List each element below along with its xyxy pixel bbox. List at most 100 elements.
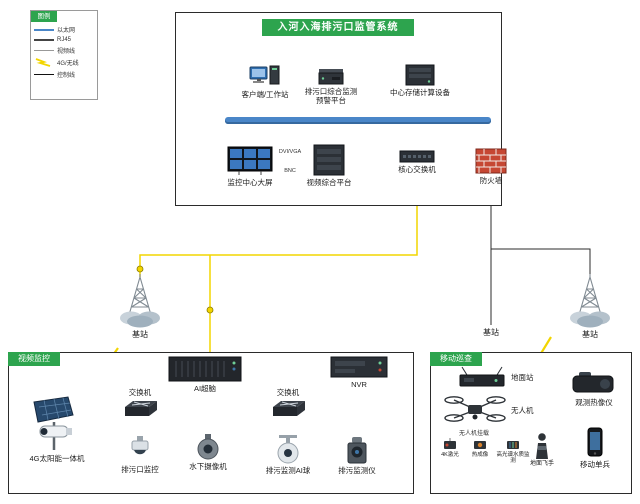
node-mobile-unit: 移动单兵 [570, 426, 620, 469]
node-ai-ball-camera: 排污监测AI球 [265, 434, 311, 475]
video-platform-icon [313, 144, 345, 176]
node-workstation: 客户端/工作站 [239, 64, 291, 99]
ptz-ball-camera-icon [277, 435, 299, 464]
bnc-label: BNC [284, 168, 296, 174]
node-firewall: 防火墙 [469, 148, 513, 185]
pilot-person-icon [536, 433, 548, 459]
control-line-icon [34, 73, 54, 76]
node-storage: 中心存储计算设备 [389, 64, 451, 97]
ethernet-line-icon [34, 28, 54, 31]
core-switch-icon [399, 150, 435, 163]
drone-icon [444, 396, 506, 422]
legend-item-label: RJ45 [57, 37, 72, 43]
node-warn-platform: 排污口综合监测预警平台 [302, 68, 360, 105]
drone-label: 无人机 [511, 405, 534, 415]
nvr-icon [330, 356, 388, 378]
node-solar-camera: 4G太阳能一体机 [20, 394, 94, 463]
payload-thermal-label: 热成像 [471, 452, 489, 458]
dvi-vga-label: DVI/VGA [278, 149, 302, 155]
ground-station-icon [459, 366, 505, 387]
ethernet-bus-bar [225, 117, 491, 124]
warn-platform-label: 排污口综合监测预警平台 [304, 87, 358, 105]
legend-item: 以太网 [31, 22, 97, 34]
node-switch-1: 交换机 [118, 388, 162, 419]
node-videowall: 监控中心大屏 [224, 146, 276, 187]
ai-brain-label: AI超脑 [193, 384, 217, 393]
legend-title: 图例 [31, 11, 57, 22]
cell-tower-icon [120, 274, 160, 328]
junction-dot-left [136, 265, 144, 273]
thermal-imager-label: 观测热像仪 [575, 398, 613, 407]
cell-tower-icon [570, 274, 610, 328]
hyperspectral-payload-icon [507, 441, 519, 449]
laser-payload-icon [444, 438, 456, 449]
workstation-label: 客户端/工作站 [241, 90, 289, 99]
mobile-unit-label: 移动单兵 [580, 460, 610, 469]
legend-item: 4G/无线 [31, 55, 97, 67]
switch-icon [125, 401, 157, 416]
node-outlet-camera: 排污口监控 [119, 436, 161, 474]
node-payload-thermal: 热成像 [466, 438, 494, 458]
monitoring-meter-icon [347, 437, 367, 464]
node-ai-brain: AI超脑 [165, 356, 245, 393]
ground-pilot-label: 地面飞手 [529, 461, 554, 467]
junction-dot-mid [206, 306, 214, 314]
node-base-station-left: 基站 [118, 274, 162, 340]
storage-label: 中心存储计算设备 [390, 88, 450, 97]
storage-server-icon [405, 64, 435, 86]
firewall-label: 防火墙 [479, 176, 503, 185]
node-core-switch: 核心交换机 [393, 150, 441, 174]
mobile-handheld-icon [587, 427, 603, 457]
legend-item-label: 视频线 [57, 49, 76, 55]
outlet-camera-label: 排污口监控 [121, 465, 159, 474]
node-base-station-right: 基站 [568, 274, 612, 340]
nvr-label: NVR [351, 380, 367, 389]
videowall-icon [227, 146, 273, 175]
core-switch-label: 核心交换机 [398, 165, 436, 174]
solar-camera-icon [33, 396, 74, 450]
legend-item: 视频线 [31, 43, 97, 55]
base-station-right-label: 基站 [582, 330, 598, 339]
switch2-label: 交换机 [276, 388, 300, 397]
rj45-line-icon [34, 39, 54, 41]
node-ground-station: 地面站 [458, 366, 534, 388]
node-thermal-imager: 观测热像仪 [564, 370, 624, 407]
legend-item: RJ45 [31, 34, 97, 43]
base-station-mid-label: 基站 [483, 328, 499, 337]
node-monitoring-meter: 排污监测仪 [331, 436, 383, 475]
switch1-label: 交换机 [128, 388, 152, 397]
video-box-title: 视频监控 [8, 352, 60, 366]
ai-brain-server-icon [168, 356, 242, 382]
underwater-camera-icon [197, 434, 219, 460]
thermal-payload-icon [474, 441, 486, 449]
node-underwater-camera: 水下摄像机 [182, 434, 234, 471]
meter-label: 排污监测仪 [338, 466, 376, 475]
legend: 图例 以太网 RJ45 视频线 4G/无线 控制线 [30, 10, 98, 100]
legend-item-label: 控制线 [57, 73, 76, 79]
ai-ball-label: 排污监测AI球 [265, 466, 311, 475]
payload-4k-laser-label: 4K激光 [441, 452, 459, 458]
video-line-icon [34, 49, 54, 52]
system-title: 入河入海排污口监管系统 [262, 19, 414, 36]
node-switch-2: 交换机 [266, 388, 310, 419]
dome-camera-icon [131, 436, 149, 455]
legend-item: 控制线 [31, 67, 97, 79]
video-platform-label: 视频综合平台 [306, 178, 352, 187]
workstation-icon [249, 65, 280, 85]
node-video-platform: 视频综合平台 [304, 144, 354, 187]
legend-item-label: 以太网 [57, 28, 76, 34]
switch-icon [273, 401, 305, 416]
ground-station-label: 地面站 [511, 372, 534, 382]
payload-title: 无人机挂载 [458, 431, 489, 437]
node-payload-4k-laser: 4K激光 [436, 438, 464, 458]
node-drone: 无人机 [444, 392, 534, 428]
firewall-icon [475, 148, 507, 174]
node-nvr: NVR [328, 356, 390, 389]
videowall-label: 监控中心大屏 [227, 178, 273, 187]
base-station-left-label: 基站 [132, 330, 148, 339]
patrol-box-title: 移动巡查 [430, 352, 482, 366]
wireless-bolt-icon [35, 58, 51, 67]
payload-hyperspectral-label: 高光谱水质监测 [496, 452, 530, 465]
node-ground-pilot: 地面飞手 [524, 432, 560, 468]
